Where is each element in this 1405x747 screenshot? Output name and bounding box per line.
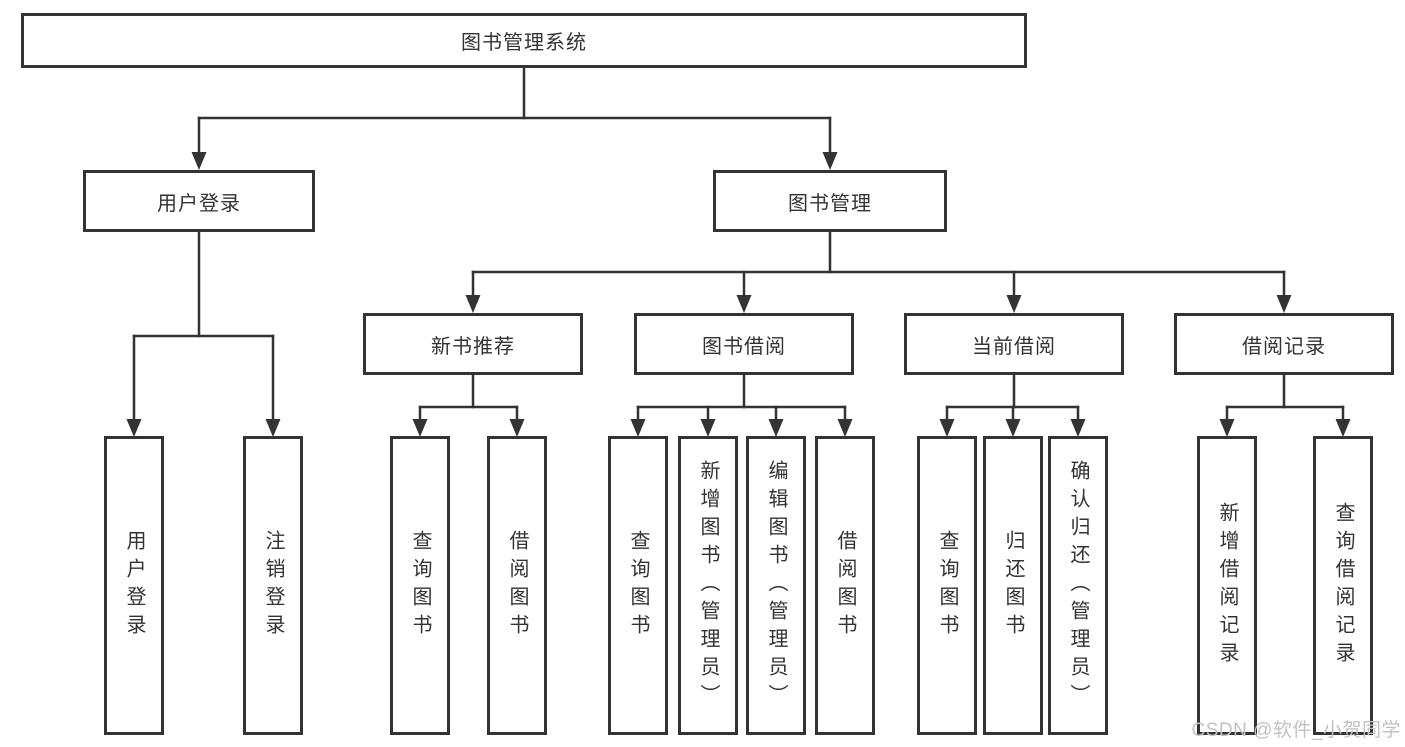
- leaf-add-borrow-record-label: 新增借阅记录: [1216, 501, 1238, 670]
- csdn-watermark: CSDN @软件_小贺同学: [1191, 720, 1401, 741]
- leaf-query-books-borrow-label: 查询图书: [627, 529, 649, 642]
- node-book-borrow: 图书借阅: [634, 313, 854, 375]
- node-book-borrow-label: 图书借阅: [702, 335, 786, 358]
- leaf-query-books-borrow: 查询图书: [608, 436, 668, 735]
- node-borrow-records-label: 借阅记录: [1242, 335, 1326, 358]
- connector-user-login-children: [126, 230, 281, 437]
- connector-borrow-records-children: [1219, 373, 1351, 437]
- node-book-management-label: 图书管理: [788, 192, 872, 215]
- leaf-query-books-recommend: 查询图书: [390, 436, 450, 735]
- node-library-system-label: 图书管理系统: [461, 32, 587, 54]
- node-user-login-label: 用户登录: [157, 192, 241, 215]
- leaf-return-books-label: 归还图书: [1002, 529, 1024, 642]
- node-user-login: 用户登录: [83, 170, 315, 232]
- node-current-borrow: 当前借阅: [904, 313, 1124, 375]
- leaf-edit-books-admin-label: 编辑图书（管理员）: [765, 459, 787, 712]
- leaf-add-books-admin: 新增图书（管理员）: [678, 436, 738, 735]
- leaf-borrow-books-recommend: 借阅图书: [487, 436, 547, 735]
- leaf-borrow-books-recommend-label: 借阅图书: [506, 529, 528, 642]
- connector-current-borrow-children: [939, 373, 1086, 437]
- node-borrow-records: 借阅记录: [1174, 313, 1394, 375]
- leaf-add-borrow-record: 新增借阅记录: [1197, 436, 1257, 735]
- leaf-confirm-return-admin-label: 确认归还（管理员）: [1067, 459, 1089, 712]
- leaf-confirm-return-admin: 确认归还（管理员）: [1048, 436, 1108, 735]
- leaf-query-books-current: 查询图书: [917, 436, 977, 735]
- leaf-user-login-label: 用户登录: [123, 529, 145, 642]
- connector-book-borrow-children: [630, 373, 853, 437]
- leaf-user-login: 用户登录: [104, 436, 164, 735]
- leaf-query-books-recommend-label: 查询图书: [409, 529, 431, 642]
- node-library-system: 图书管理系统: [21, 13, 1027, 68]
- leaf-logout-label: 注销登录: [262, 529, 284, 642]
- leaf-borrow-books-label: 借阅图书: [834, 529, 856, 642]
- connector-book-management-children: [465, 230, 1292, 313]
- node-new-book-recommend-label: 新书推荐: [431, 335, 515, 358]
- connector-root-to-level2: [191, 66, 838, 170]
- node-new-book-recommend: 新书推荐: [363, 313, 583, 375]
- connector-new-book-children: [412, 373, 525, 437]
- node-book-management: 图书管理: [713, 170, 947, 232]
- leaf-edit-books-admin: 编辑图书（管理员）: [746, 436, 806, 735]
- leaf-borrow-books: 借阅图书: [815, 436, 875, 735]
- leaf-return-books: 归还图书: [983, 436, 1043, 735]
- leaf-add-books-admin-label: 新增图书（管理员）: [697, 459, 719, 712]
- leaf-query-books-current-label: 查询图书: [936, 529, 958, 642]
- node-current-borrow-label: 当前借阅: [972, 335, 1056, 358]
- leaf-query-borrow-record-label: 查询借阅记录: [1332, 501, 1354, 670]
- leaf-logout: 注销登录: [243, 436, 303, 735]
- leaf-query-borrow-record: 查询借阅记录: [1313, 436, 1373, 735]
